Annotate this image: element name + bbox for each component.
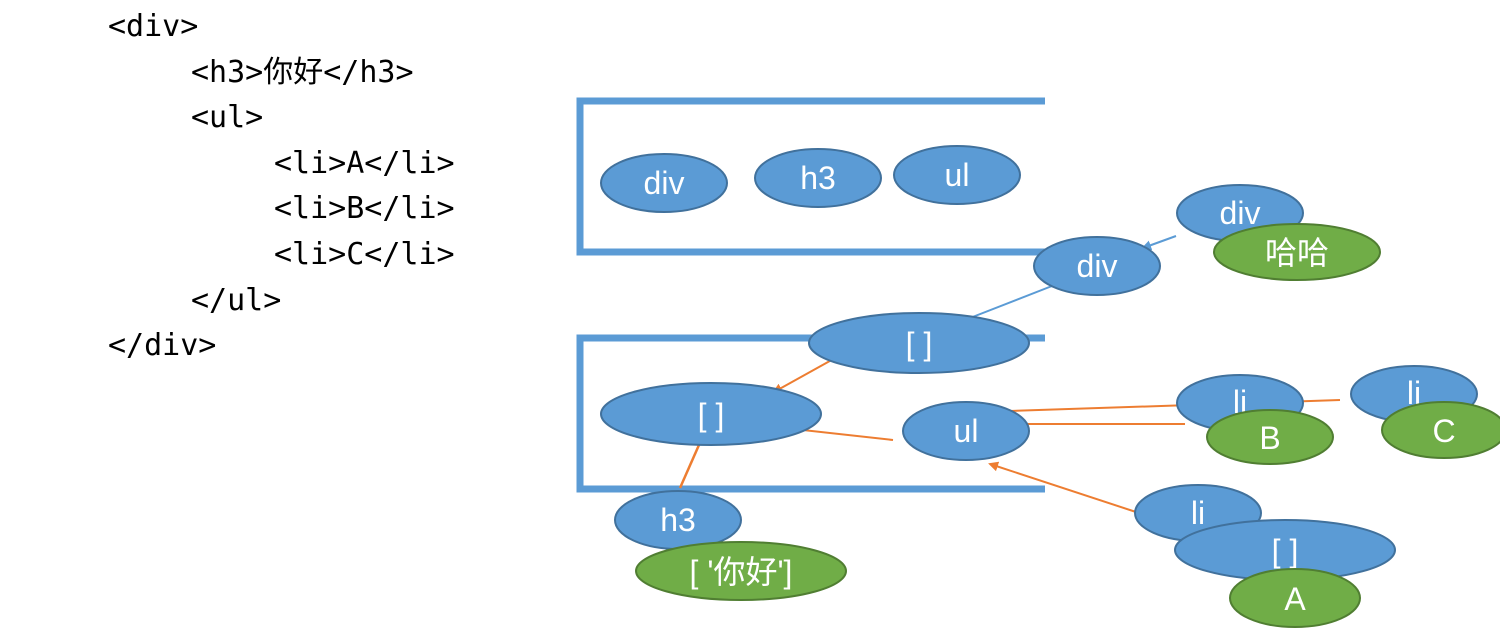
code-line: <li>B</li>	[274, 191, 455, 227]
li-b-text-child: B	[1206, 409, 1334, 465]
code-line: </div>	[108, 328, 217, 364]
stack-top-div-node: div	[600, 153, 728, 213]
stack-top-h3-node: h3	[754, 148, 882, 208]
svg-text:h3: h3	[800, 160, 836, 196]
svg-text:li: li	[1407, 375, 1421, 411]
svg-text:[ ]: [ ]	[906, 326, 933, 362]
ul-node: ul	[902, 401, 1030, 461]
code-line: <li>C</li>	[274, 236, 455, 272]
h3-node: h3	[614, 490, 742, 550]
svg-text:li: li	[1191, 495, 1205, 531]
code-line: <li>A</li>	[274, 145, 455, 181]
h3-text-child: [ '你好']	[635, 541, 847, 601]
svg-text:[ '你好']: [ '你好']	[690, 554, 793, 590]
current-div-node: div	[1033, 236, 1161, 296]
root-div-text-child: 哈哈	[1213, 223, 1381, 281]
div-children-array-node: [ ]	[808, 312, 1030, 374]
svg-text:div: div	[1077, 248, 1118, 284]
li-a-text-child: A	[1229, 568, 1361, 628]
svg-text:li: li	[1233, 384, 1247, 420]
svg-text:A: A	[1284, 581, 1306, 617]
code-line: <div>	[108, 9, 199, 44]
svg-text:div: div	[644, 165, 685, 201]
svg-text:h3: h3	[660, 502, 696, 538]
code-line: <h3>你好</h3>	[191, 54, 414, 90]
li-c-text-child: C	[1381, 401, 1500, 459]
code-line: <ul>	[191, 100, 264, 136]
line-current-to-array	[969, 285, 1053, 319]
stack-top-ul-node: ul	[893, 145, 1021, 205]
mid-array-node: [ ]	[600, 382, 822, 446]
svg-text:[ ]: [ ]	[1272, 533, 1299, 569]
arrow-div-to-current	[1141, 235, 1177, 250]
svg-text:B: B	[1259, 420, 1280, 456]
code-line: </ul>	[191, 282, 282, 318]
svg-text:[ ]: [ ]	[698, 397, 725, 433]
html-code-sample: <div> <h3>你好</h3> <ul> <li>A</li> <li>B</li>…	[108, 4, 455, 369]
svg-text:ul: ul	[945, 157, 970, 193]
svg-text:C: C	[1432, 413, 1455, 449]
svg-text:ul: ul	[954, 413, 979, 449]
stack-bracket-top	[576, 97, 1045, 256]
svg-text:div: div	[1220, 195, 1261, 231]
svg-text:哈哈: 哈哈	[1265, 235, 1329, 271]
root-div-node: div	[1176, 184, 1304, 242]
arrow-li-a-to-ul	[988, 461, 1137, 513]
